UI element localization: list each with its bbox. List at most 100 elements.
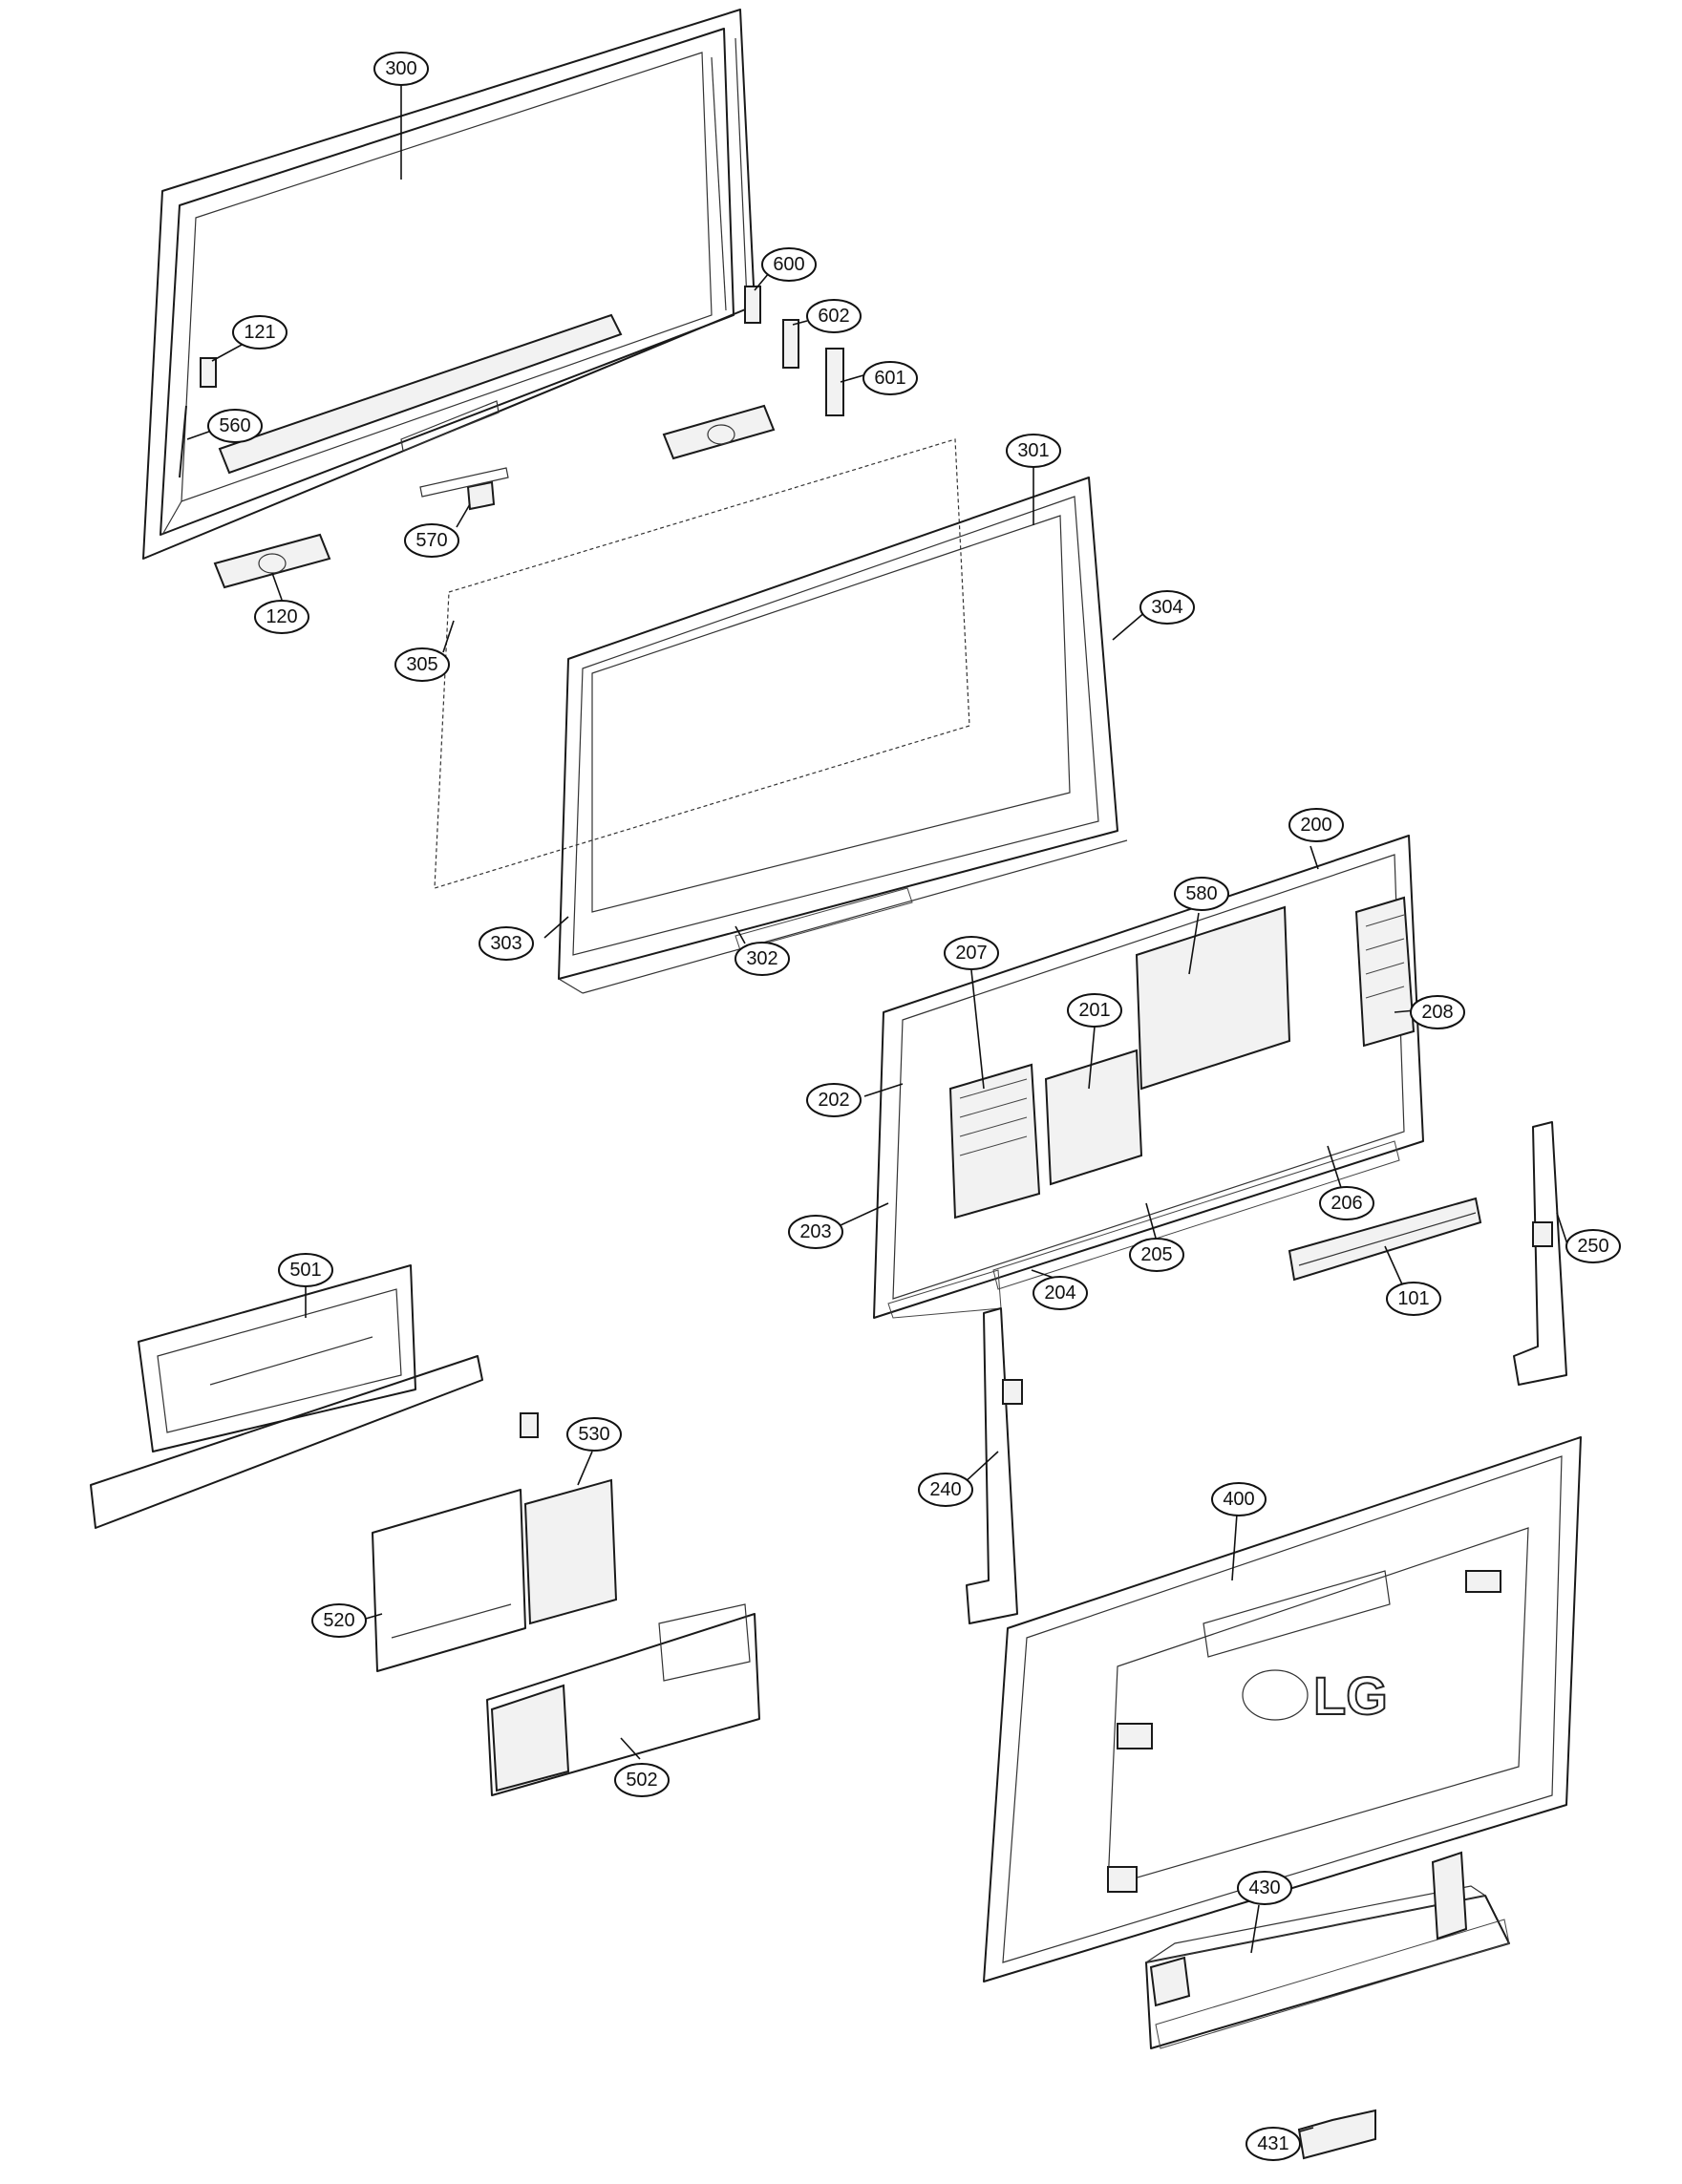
callout-number: 300 xyxy=(385,58,416,79)
callout-302: 302 xyxy=(735,942,790,976)
callout-200: 200 xyxy=(1288,808,1344,842)
part-560-strip xyxy=(179,405,187,478)
callout-ring xyxy=(373,52,429,86)
callout-303: 303 xyxy=(479,926,534,961)
callout-600: 600 xyxy=(761,247,817,282)
callout-ring xyxy=(479,926,534,961)
callout-207: 207 xyxy=(944,936,999,970)
callout-labels: 3001215605701206006026013013043053033022… xyxy=(207,52,1621,2161)
callout-202: 202 xyxy=(806,1083,862,1117)
callout-number: 204 xyxy=(1044,1283,1075,1304)
part-400-rear-cover: LG xyxy=(983,1436,1582,1983)
part-431-foot-cover xyxy=(1297,2109,1376,2160)
callout-ring xyxy=(1006,434,1061,468)
callout-ring xyxy=(788,1215,843,1249)
callout-570: 570 xyxy=(404,523,459,558)
callout-601: 601 xyxy=(862,361,918,395)
callout-number: 570 xyxy=(415,530,447,551)
callout-530: 530 xyxy=(566,1417,622,1452)
callout-400: 400 xyxy=(1211,1482,1267,1516)
callout-number: 303 xyxy=(490,933,522,954)
lg-logo: LG xyxy=(1313,1665,1388,1726)
callout-301: 301 xyxy=(1006,434,1061,468)
callout-430: 430 xyxy=(1237,1871,1292,1905)
callout-ring xyxy=(806,299,862,333)
callout-ring xyxy=(404,523,459,558)
callout-number: 201 xyxy=(1078,1000,1110,1021)
callout-number: 120 xyxy=(266,606,297,627)
callout-number: 304 xyxy=(1151,597,1182,618)
callout-ring xyxy=(1174,877,1229,911)
callout-580: 580 xyxy=(1174,877,1229,911)
part-501-bracket xyxy=(90,1264,483,1529)
callout-ring xyxy=(1319,1186,1374,1220)
callout-ring xyxy=(1565,1229,1621,1263)
callout-number: 202 xyxy=(818,1090,849,1111)
callout-ring xyxy=(918,1473,973,1507)
callout-201: 201 xyxy=(1067,993,1122,1028)
callout-520: 520 xyxy=(311,1603,367,1638)
part-300-front-frame xyxy=(142,9,756,560)
callout-ring xyxy=(278,1253,333,1287)
callout-205: 205 xyxy=(1129,1238,1184,1272)
part-530-board xyxy=(520,1412,618,1625)
callout-ring xyxy=(1386,1282,1441,1316)
callout-502: 502 xyxy=(614,1763,670,1797)
callout-ring xyxy=(944,936,999,970)
callout-431: 431 xyxy=(1246,2127,1301,2161)
part-301-panel-frame xyxy=(558,477,1128,994)
callout-ring xyxy=(311,1603,367,1638)
callout-number: 203 xyxy=(799,1221,831,1242)
callout-ring xyxy=(1067,993,1122,1028)
callout-number: 208 xyxy=(1421,1002,1453,1023)
callout-ring xyxy=(254,600,309,634)
callout-number: 560 xyxy=(219,415,250,436)
leader-lines xyxy=(186,86,1569,2132)
callout-ring xyxy=(1410,995,1465,1029)
callout-ring xyxy=(1288,808,1344,842)
part-250-stand-arm xyxy=(1513,1121,1567,1386)
part-200-chassis xyxy=(873,835,1424,1319)
callout-number: 502 xyxy=(626,1770,657,1791)
callout-number: 301 xyxy=(1017,440,1049,461)
callout-ring xyxy=(207,409,263,443)
callout-number: 602 xyxy=(818,306,849,327)
callout-304: 304 xyxy=(1139,590,1195,625)
callout-240: 240 xyxy=(918,1473,973,1507)
callout-305: 305 xyxy=(394,647,450,682)
part-101-strip xyxy=(1288,1197,1482,1282)
callout-number: 240 xyxy=(929,1479,961,1500)
part-305-glass xyxy=(434,438,970,889)
part-240-stand-arm xyxy=(966,1307,1023,1624)
callout-ring xyxy=(232,315,287,350)
callout-ring xyxy=(735,942,790,976)
callout-number: 305 xyxy=(406,654,437,675)
part-600-602-601 xyxy=(744,286,844,416)
part-570-board xyxy=(419,467,509,511)
callout-number: 207 xyxy=(955,943,987,964)
part-520-board xyxy=(372,1489,526,1672)
callout-number: 206 xyxy=(1331,1193,1362,1214)
callout-number: 431 xyxy=(1257,2133,1288,2154)
callout-number: 501 xyxy=(289,1260,321,1281)
callout-120: 120 xyxy=(254,600,309,634)
part-120-speaker xyxy=(213,404,776,589)
part-502-input-panel xyxy=(486,1603,760,1796)
callout-ring xyxy=(566,1417,622,1452)
callout-number: 250 xyxy=(1577,1236,1608,1257)
callout-number: 600 xyxy=(773,254,804,275)
callout-501: 501 xyxy=(278,1253,333,1287)
callout-ring xyxy=(394,647,450,682)
callout-ring xyxy=(1139,590,1195,625)
callout-number: 400 xyxy=(1223,1489,1254,1510)
heatsink-hatching xyxy=(959,914,1405,1156)
callout-300: 300 xyxy=(373,52,429,86)
callout-101: 101 xyxy=(1386,1282,1441,1316)
callout-ring xyxy=(806,1083,862,1117)
callout-208: 208 xyxy=(1410,995,1465,1029)
callout-602: 602 xyxy=(806,299,862,333)
callout-ring xyxy=(1211,1482,1267,1516)
callout-ring xyxy=(761,247,817,282)
callout-number: 601 xyxy=(874,368,905,389)
